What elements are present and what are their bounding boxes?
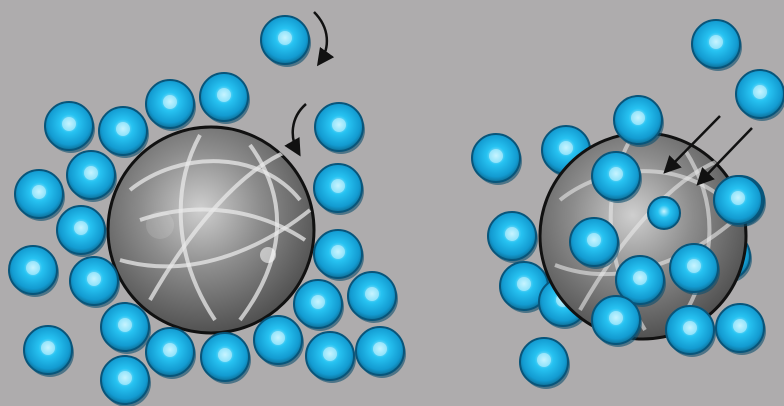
blue-particle — [101, 303, 151, 354]
blue-particle — [201, 333, 251, 384]
blue-particle — [736, 70, 784, 121]
blue-particle — [261, 16, 311, 67]
blue-particle — [315, 103, 365, 154]
blue-particle — [488, 212, 538, 263]
blue-particle — [45, 102, 95, 153]
blue-particle — [716, 304, 766, 355]
blue-particle — [101, 356, 151, 406]
blue-particle — [306, 332, 356, 383]
blue-particle — [294, 280, 344, 331]
blue-particle — [520, 338, 570, 389]
small-inner-particle — [648, 197, 680, 229]
blue-particle — [348, 272, 398, 323]
blue-particle — [666, 306, 716, 357]
curved-arrow-icon — [293, 104, 306, 152]
blue-particle — [356, 327, 406, 378]
blue-particle — [24, 326, 74, 377]
blue-particle — [57, 206, 107, 257]
curved-arrow-icon — [314, 12, 327, 62]
blue-particle — [200, 73, 250, 124]
left-core-sphere — [108, 127, 314, 333]
blue-particle — [70, 257, 120, 308]
blue-particle — [314, 230, 364, 281]
blue-particle — [9, 246, 59, 297]
blue-particle — [146, 328, 196, 379]
left-panel — [9, 12, 406, 406]
sphere-glint — [260, 247, 276, 263]
blue-particle — [99, 107, 149, 158]
blue-particle — [67, 151, 117, 202]
blue-particle — [254, 316, 304, 367]
blue-particle — [692, 20, 742, 71]
sphere-glint — [146, 211, 174, 239]
right-panel — [472, 20, 784, 389]
blue-particle — [472, 134, 522, 185]
blue-particle — [592, 296, 642, 347]
blue-particle — [146, 80, 196, 131]
blue-particle — [314, 164, 364, 215]
blue-particle — [15, 170, 65, 221]
